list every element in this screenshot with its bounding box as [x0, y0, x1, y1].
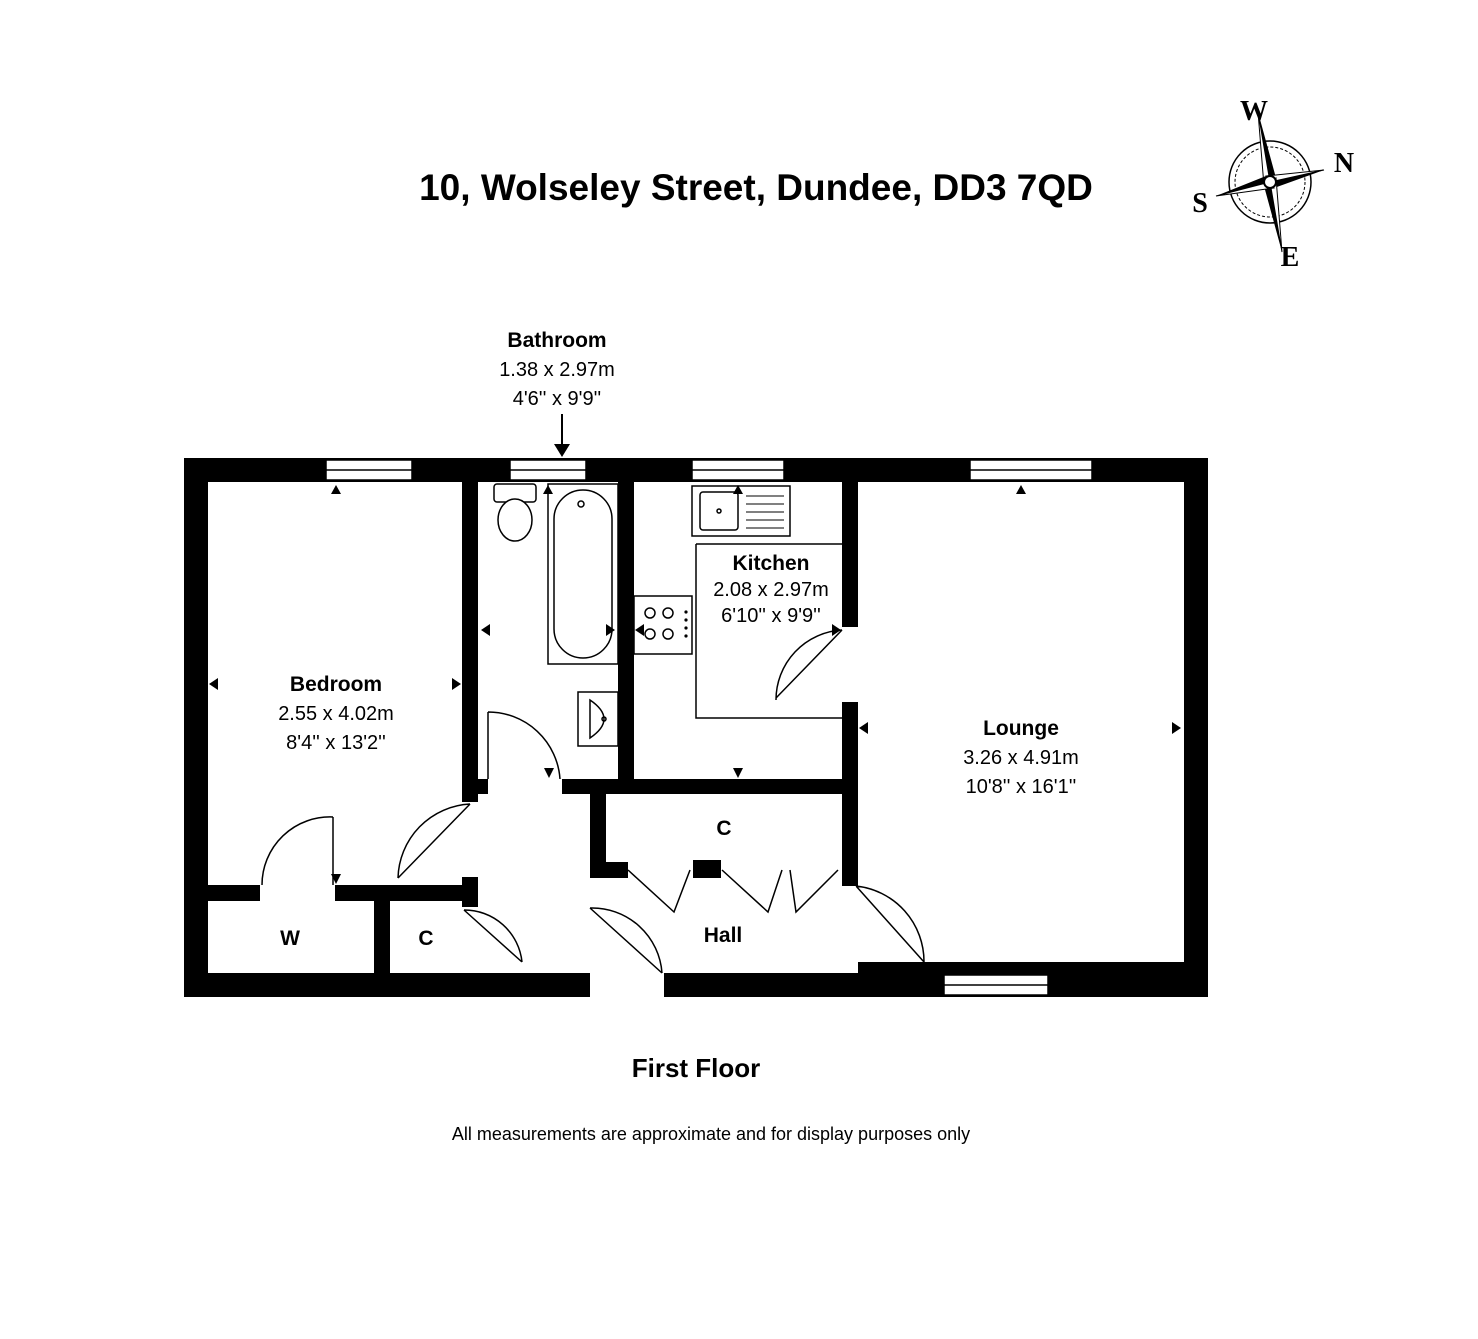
cupboard-upper-label: C [716, 817, 731, 840]
bathroom-name: Bathroom [507, 329, 606, 352]
compass-rose-icon: W N S E [1192, 96, 1354, 273]
bedroom-name: Bedroom [290, 673, 382, 696]
bedroom-imperial: 8'4'' x 13'2'' [286, 732, 386, 754]
kitchen-metric: 2.08 x 2.97m [713, 579, 829, 601]
compass-south-label: S [1192, 188, 1208, 219]
toilet-bowl-icon [497, 498, 533, 542]
disclaimer-text: All measurements are approximate and for… [452, 1124, 970, 1144]
kitchen-imperial: 6'10'' x 9'9'' [721, 605, 821, 627]
compass-north-label: N [1334, 148, 1354, 179]
lounge-name: Lounge [983, 717, 1059, 740]
page-title: 10, Wolseley Street, Dundee, DD3 7QD [419, 167, 1093, 208]
bedroom-metric: 2.55 x 4.02m [278, 703, 394, 725]
lounge-imperial: 10'8'' x 16'1'' [966, 776, 1077, 798]
bathroom-metric: 1.38 x 2.97m [499, 359, 615, 381]
kitchen-fixtures [633, 485, 842, 719]
cupboard-lower-label: C [418, 927, 433, 950]
bathroom-pointer-arrow [554, 414, 570, 457]
compass-west-label: W [1240, 96, 1268, 127]
wardrobe-label: W [280, 927, 300, 950]
lounge-metric: 3.26 x 4.91m [963, 747, 1079, 769]
basin-icon [577, 691, 619, 747]
hall-label: Hall [704, 924, 743, 947]
bathroom-fixtures [493, 483, 619, 747]
bathroom-imperial: 4'6'' x 9'9'' [513, 388, 602, 410]
floor-label: First Floor [632, 1053, 761, 1083]
dimension-arrows [209, 485, 1181, 972]
doors [261, 629, 925, 974]
kitchen-name: Kitchen [732, 552, 809, 575]
compass-east-label: E [1281, 242, 1300, 273]
windows [325, 459, 1093, 996]
